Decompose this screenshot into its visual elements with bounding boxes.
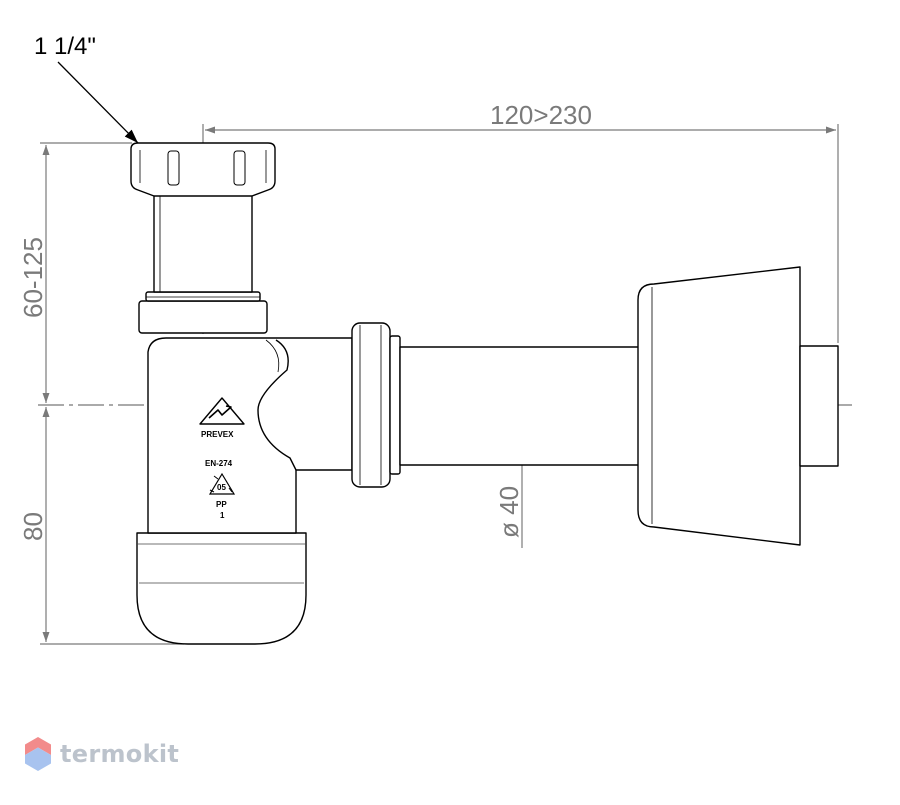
- body-markings: PREVEX EN-274 05 PP 1: [199, 397, 245, 520]
- length-range-label: 120>230: [490, 100, 592, 130]
- dimension-lines: [40, 124, 839, 645]
- siphon-body: [130, 142, 839, 645]
- thread-leader: [57, 61, 139, 144]
- brand-marking: PREVEX: [201, 430, 234, 439]
- material-marking: PP: [216, 500, 227, 509]
- recycle-code: 05: [217, 483, 226, 492]
- watermark-logo: termokit: [24, 736, 179, 772]
- standard-marking: EN-274: [205, 459, 233, 468]
- watermark-text: termokit: [60, 740, 180, 768]
- depth-label: 80: [18, 512, 48, 541]
- hexagon-logo-icon: [25, 737, 51, 771]
- diameter-label: ø 40: [494, 486, 524, 538]
- brand-logo-icon: [199, 397, 245, 425]
- thread-size-label: 1 1/4": [34, 33, 96, 60]
- height-range-label: 60-125: [18, 237, 48, 318]
- recycle-icon: [208, 472, 236, 495]
- number-marking: 1: [220, 511, 225, 520]
